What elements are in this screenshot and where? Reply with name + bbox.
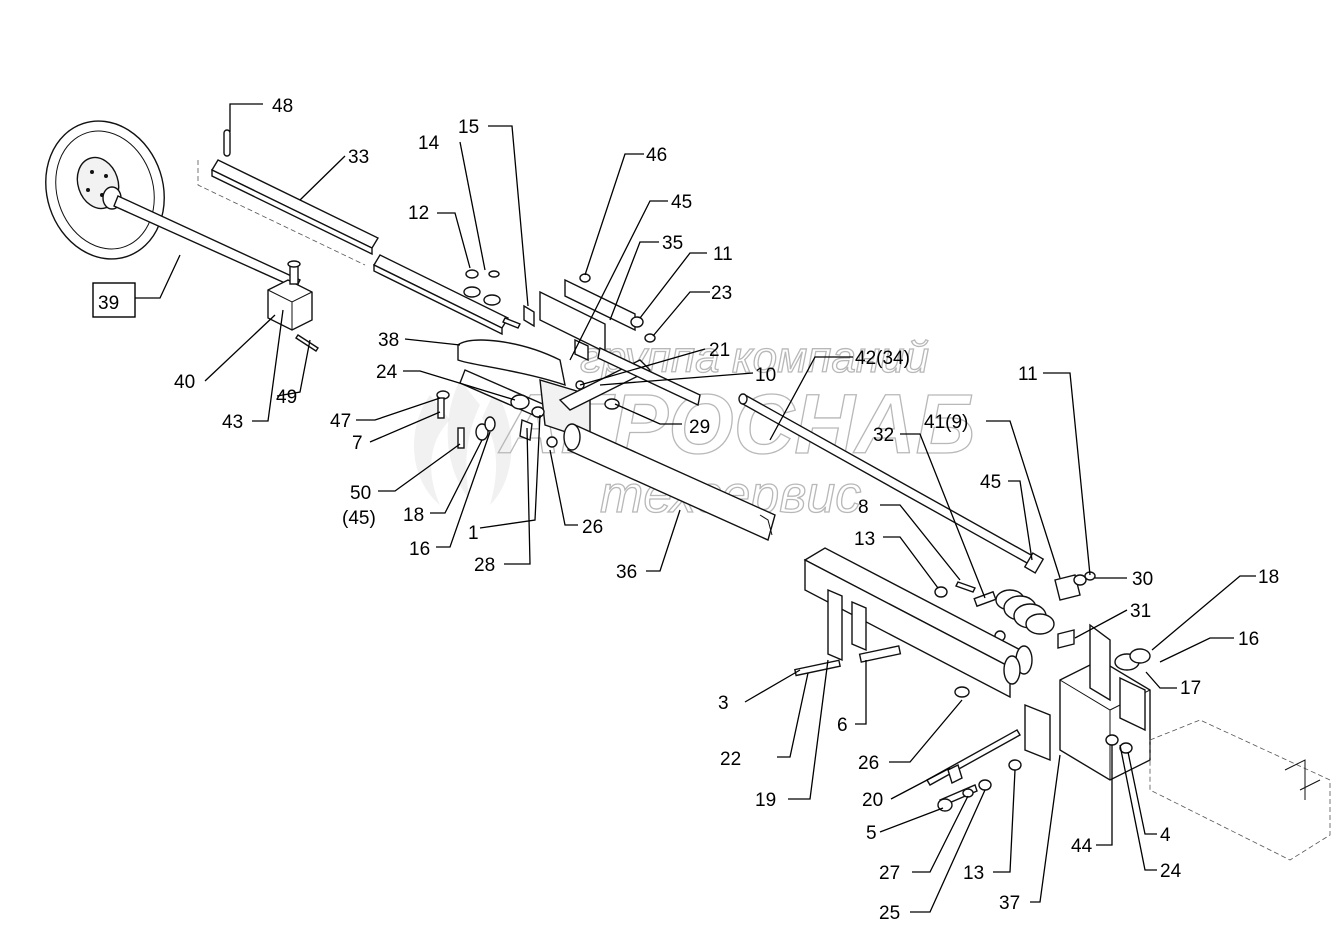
part-label-26-mid: 26 xyxy=(582,517,603,538)
part-label-33: 33 xyxy=(348,147,369,168)
part-label-45-top: 45 xyxy=(671,192,692,213)
part-label-23: 23 xyxy=(711,283,732,304)
part-label-13-low: 13 xyxy=(963,863,984,884)
part-label-5: 5 xyxy=(866,823,877,844)
part-label-11-right: 11 xyxy=(1018,364,1038,385)
part-label-15: 15 xyxy=(458,117,479,138)
part-label-36: 36 xyxy=(616,562,637,583)
part-label-38: 38 xyxy=(378,330,399,351)
part-label-35: 35 xyxy=(662,233,683,254)
part-label-24-right: 24 xyxy=(1160,861,1182,882)
part-label-39: 39 xyxy=(98,293,119,314)
part-label-27: 27 xyxy=(879,863,900,884)
part-label-31: 31 xyxy=(1130,601,1151,622)
part-label-3: 3 xyxy=(718,693,729,714)
leader-lines xyxy=(135,103,1256,913)
part-label-49: 49 xyxy=(276,387,297,408)
part-label-12: 12 xyxy=(408,203,429,224)
part-label-17: 17 xyxy=(1180,678,1201,699)
part-label-22: 22 xyxy=(720,749,741,770)
part-label-11-top: 11 xyxy=(713,244,733,265)
part-label-41-9: 41(9) xyxy=(924,412,968,433)
part-label-48: 48 xyxy=(272,96,293,117)
right-bracket xyxy=(1024,623,1331,861)
part-label-37: 37 xyxy=(999,893,1020,914)
part-label-32: 32 xyxy=(873,425,894,446)
part-label-1: 1 xyxy=(468,523,479,544)
part-label-28: 28 xyxy=(474,555,495,576)
part-label-4: 4 xyxy=(1160,825,1171,846)
part-label-43: 43 xyxy=(222,412,243,433)
part-label-25: 25 xyxy=(879,903,900,924)
part-label-26-low: 26 xyxy=(858,753,879,774)
part-label-16-left: 16 xyxy=(409,539,430,560)
part-label-8: 8 xyxy=(858,497,869,518)
part-label-16-right: 16 xyxy=(1238,629,1259,650)
part-label-40: 40 xyxy=(174,372,195,393)
part-label-19: 19 xyxy=(755,790,776,811)
part-label-47: 47 xyxy=(330,411,351,432)
part-label-14: 14 xyxy=(418,133,440,154)
callout-labels: 48 33 15 14 12 46 45 35 11 23 21 10 42(3… xyxy=(174,96,1279,924)
fastener-cluster-upper xyxy=(463,269,535,329)
part-label-20: 20 xyxy=(862,790,883,811)
part-label-18-left: 18 xyxy=(403,505,424,526)
lower-frame xyxy=(794,547,1033,699)
part-label-6: 6 xyxy=(837,715,848,736)
rod-42 xyxy=(738,393,1045,574)
part-label-21: 21 xyxy=(709,340,730,361)
frame-bar-upper xyxy=(197,129,509,336)
lower-fasteners xyxy=(926,729,1022,812)
part-label-10: 10 xyxy=(755,365,776,386)
part-label-30: 30 xyxy=(1132,569,1153,590)
spring-assembly xyxy=(934,571,1096,649)
part-label-45-paren: (45) xyxy=(342,508,376,529)
part-label-50: 50 xyxy=(350,483,371,504)
disc-assembly xyxy=(45,120,301,289)
part-label-13-mid: 13 xyxy=(854,529,875,550)
part-label-45-right: 45 xyxy=(980,472,1001,493)
label-39-box xyxy=(92,282,136,318)
part-label-44: 44 xyxy=(1071,836,1093,857)
clamp-block xyxy=(267,260,319,352)
part-label-18-right: 18 xyxy=(1258,567,1279,588)
part-label-7: 7 xyxy=(352,433,363,454)
tube-36 xyxy=(563,423,776,541)
part-label-46: 46 xyxy=(646,145,667,166)
part-label-24-left: 24 xyxy=(376,362,398,383)
part-label-29: 29 xyxy=(689,417,710,438)
part-label-42-34: 42(34) xyxy=(855,348,910,369)
